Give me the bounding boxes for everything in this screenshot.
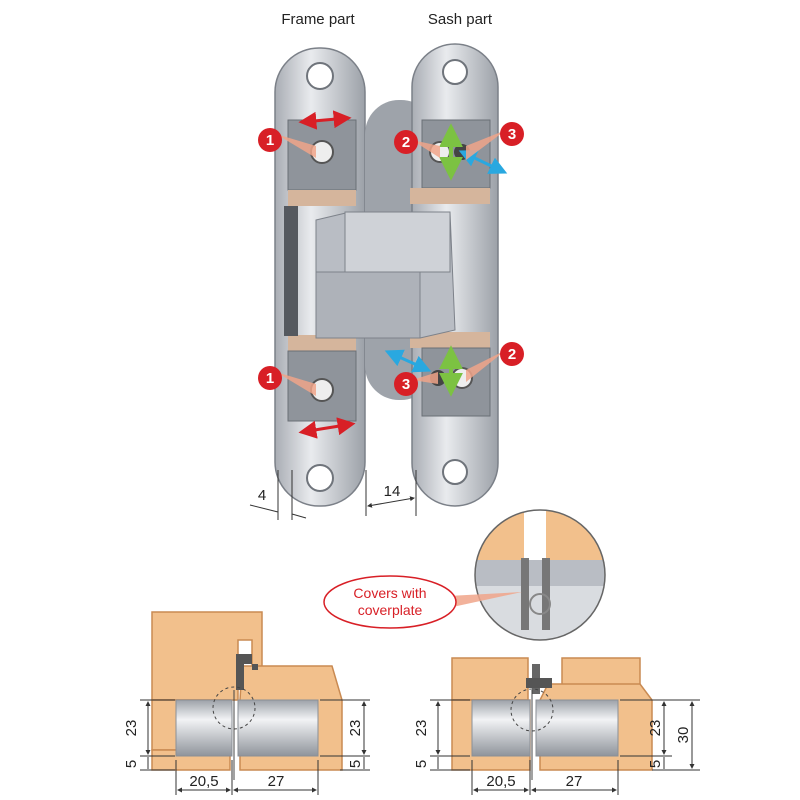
svg-text:3: 3 [402,376,410,393]
svg-text:2: 2 [402,134,410,151]
hinge-knuckle [315,211,456,339]
sash-bottom-depth-arrow [384,349,432,373]
badge-sash-bottom-left: 3 [394,372,438,396]
badge-sash-top-right: 3 [466,122,524,160]
left-height-lower: 5 [123,760,140,768]
frame-top-horizontal-arrow [298,110,352,130]
left-width-b: 27 [268,773,285,790]
right-width-b: 27 [566,773,583,790]
svg-text:2: 2 [508,346,516,363]
left-dimension-lines [140,699,370,795]
left-height-right-upper: 23 [347,720,364,737]
badge-frame-bottom: 1 [258,366,316,396]
frame-bottom-horizontal-arrow [298,417,356,439]
callout-line-2: coverplate [358,602,423,618]
badge-frame-top: 1 [258,128,316,158]
right-height-upper: 23 [413,720,430,737]
left-height-upper: 23 [123,720,140,737]
frame-part-label: Frame part [281,11,355,28]
frame-part [274,47,366,507]
sash-part-label: Sash part [428,11,493,28]
right-height-lower: 5 [413,760,430,768]
magnified-detail [474,509,606,641]
svg-text:1: 1 [266,132,274,149]
coverplate-callout: Covers with coverplate [323,575,522,629]
badge-sash-top-left: 2 [394,130,440,158]
svg-text:3: 3 [508,126,516,143]
left-section-drawing [151,611,343,780]
right-height-right-upper: 23 [647,720,664,737]
badge-sash-bottom-right: 2 [466,342,524,382]
right-height-right-lower: 5 [647,760,664,768]
offset-dimension-right [365,470,417,516]
left-width-a: 20,5 [189,773,218,790]
right-dimension-lines [430,699,700,795]
offset-right-value: 14 [384,483,401,500]
offset-dimension-left [249,470,307,520]
offset-left-value: 4 [258,487,266,504]
right-width-a: 20,5 [486,773,515,790]
right-section-drawing [451,657,653,780]
left-height-right-lower: 5 [347,760,364,768]
svg-text:1: 1 [266,370,274,387]
callout-line-1: Covers with [353,585,426,601]
right-height-total: 30 [675,727,692,744]
